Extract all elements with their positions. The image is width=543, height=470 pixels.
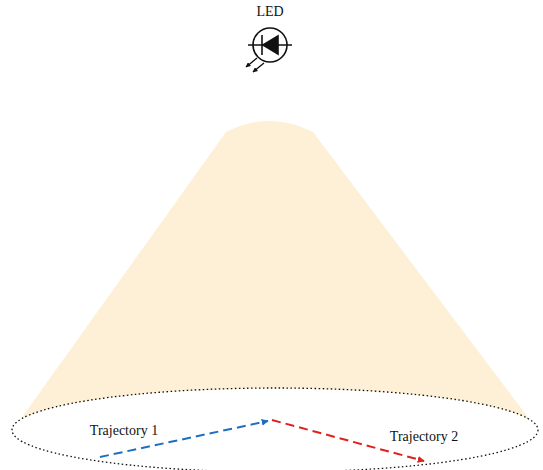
trajectory-label: Trajectory 1 [88, 423, 160, 439]
light-cone [20, 121, 530, 420]
trajectory-label: Trajectory 2 [388, 429, 460, 445]
illuminated-area [12, 388, 538, 470]
component-label: LED [254, 4, 285, 20]
led-symbol [246, 28, 292, 72]
